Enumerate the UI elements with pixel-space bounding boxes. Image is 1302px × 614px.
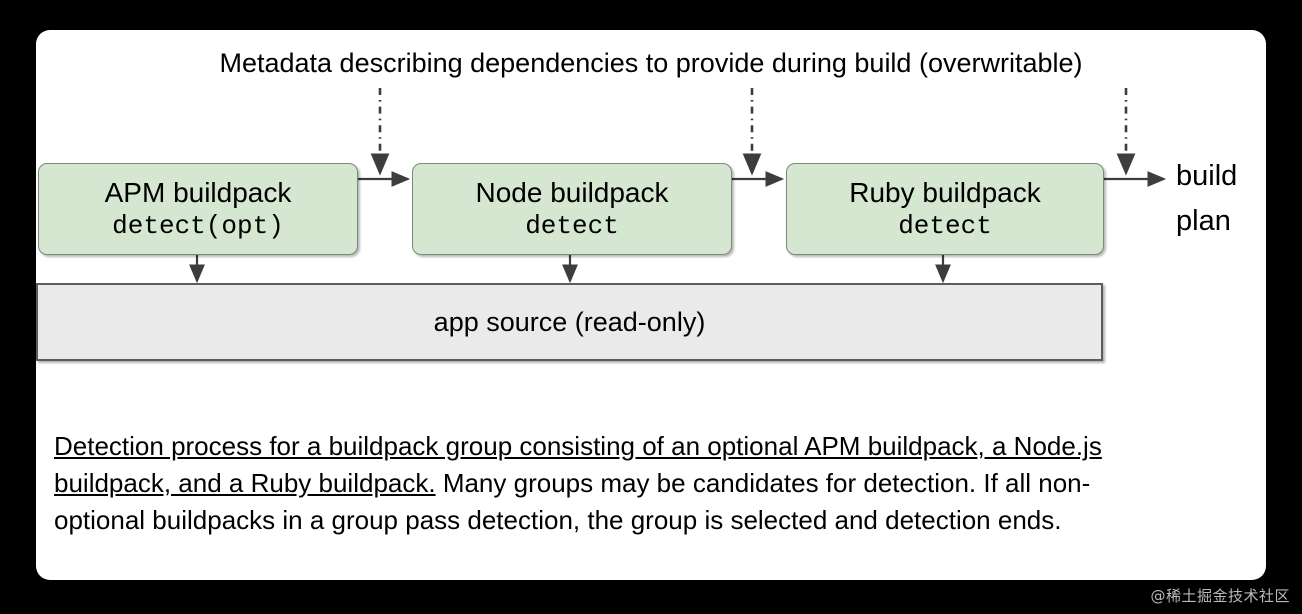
buildpack-command: detect xyxy=(898,211,992,241)
buildpack-title: APM buildpack xyxy=(104,177,292,208)
buildpack-box-ruby[interactable]: Ruby buildpack detect xyxy=(786,163,1104,255)
description-underlined: Detection process for a buildpack group … xyxy=(54,431,1102,498)
buildpack-command: detect xyxy=(525,211,619,241)
diagram-caption: Metadata describing dependencies to prov… xyxy=(219,48,1083,78)
buildpack-box-apm[interactable]: APM buildpack detect(opt) xyxy=(38,163,358,255)
diagram-card: Metadata describing dependencies to prov… xyxy=(36,30,1266,580)
watermark: @稀土掘金技术社区 xyxy=(1150,587,1290,605)
build-plan-line-2: plan xyxy=(1176,205,1231,237)
buildpack-command: detect(opt) xyxy=(112,211,284,241)
buildpack-box-node[interactable]: Node buildpack detect xyxy=(412,163,732,255)
app-source-bar: app source (read-only) xyxy=(36,283,1103,361)
app-source-label: app source (read-only) xyxy=(433,306,706,337)
description-rest: Many groups may be candidates for detect… xyxy=(54,468,1091,535)
buildpack-title: Node buildpack xyxy=(475,177,669,208)
build-plan-label: build plan xyxy=(1176,154,1266,244)
description-paragraph: Detection process for a buildpack group … xyxy=(54,428,1164,539)
buildpack-title: Ruby buildpack xyxy=(849,177,1041,208)
build-plan-line-1: build xyxy=(1176,160,1238,192)
